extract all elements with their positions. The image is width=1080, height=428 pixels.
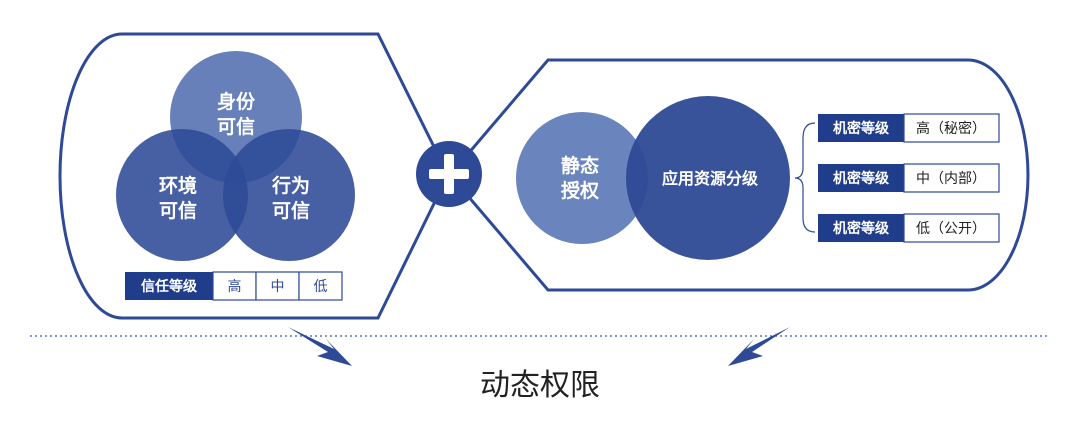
classification-label-mid: 机密等级 xyxy=(833,170,890,187)
identity-trust-label-1: 身份 xyxy=(217,90,256,113)
classification-label-high: 机密等级 xyxy=(833,120,890,137)
static-auth-label-1: 静态 xyxy=(561,154,599,177)
classification-list: 机密等级 高（秘密） 机密等级 中（内部） 机密等级 低（公开） xyxy=(818,113,1000,243)
trust-level-header-cell xyxy=(125,272,213,300)
classification-brace xyxy=(794,122,816,233)
behavior-trust-label-1: 行为 xyxy=(271,174,310,197)
classification-row-high: 机密等级 高（秘密） xyxy=(818,113,1000,143)
resource-grading-label: 应用资源分级 xyxy=(662,169,759,188)
trust-level-low: 低 xyxy=(314,279,328,295)
classification-row-low: 机密等级 低（公开） xyxy=(818,213,1000,243)
trust-level-high-cell xyxy=(212,271,257,301)
classification-value-low: 低（公开） xyxy=(916,221,986,237)
classification-row-mid: 机密等级 中（内部） xyxy=(818,163,1000,193)
classification-value-high: 高（秘密） xyxy=(916,120,986,137)
trust-level-mid: 中 xyxy=(271,279,285,295)
trust-level-high: 高 xyxy=(228,278,242,295)
static-auth-circle xyxy=(516,112,648,244)
trust-level-header: 信任等级 xyxy=(141,278,198,295)
classification-label-low: 机密等级 xyxy=(833,220,890,237)
environment-trust-circle xyxy=(116,129,248,261)
dynamic-permission-title: 动态权限 xyxy=(480,368,600,403)
environment-trust-label-2: 可信 xyxy=(159,199,197,222)
left-arrow-icon xyxy=(288,327,352,366)
behavior-trust-label-2: 可信 xyxy=(272,199,310,222)
trust-level-low-cell xyxy=(298,271,343,301)
behavior-trust-circle xyxy=(223,129,355,261)
resource-grading-circle xyxy=(626,96,790,260)
environment-trust-label-1: 环境 xyxy=(159,174,197,197)
right-arrow-icon xyxy=(728,327,790,366)
trust-level-table: 信任等级 高 中 低 xyxy=(125,271,343,301)
identity-trust-label-2: 可信 xyxy=(217,115,255,138)
trust-level-mid-cell xyxy=(255,271,300,301)
static-auth-label-2: 授权 xyxy=(561,179,599,202)
plus-icon xyxy=(416,141,482,207)
classification-value-mid: 中（内部） xyxy=(916,171,986,187)
